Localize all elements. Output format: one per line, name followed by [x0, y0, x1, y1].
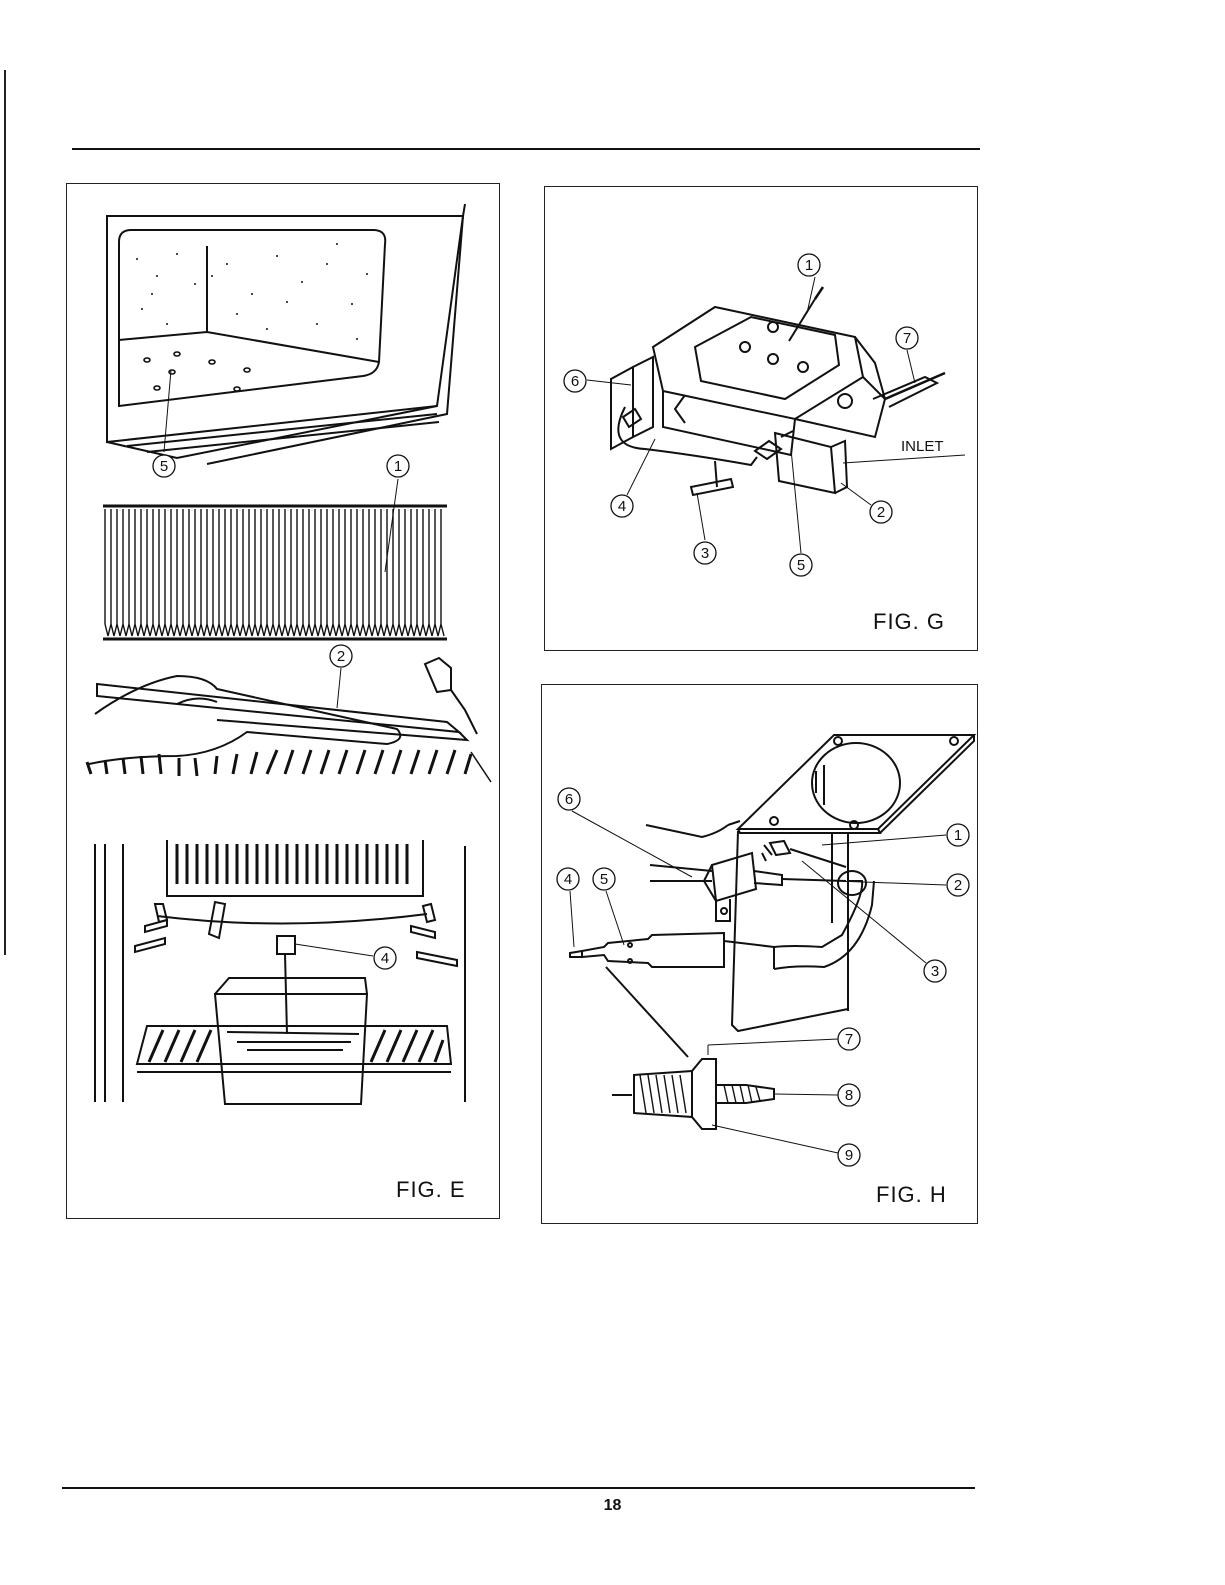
callout-h-8: 8: [774, 1084, 860, 1106]
callout-e-4-label: 4: [381, 950, 389, 967]
figure-g-panel: 1 7 6 4 3: [544, 186, 978, 651]
burner-assembly: [570, 735, 974, 1129]
figure-h-callouts: 6 1 4 5 2: [557, 788, 969, 1166]
figure-h-illustration: 6 1 4 5 2: [542, 685, 979, 1225]
callout-e-2-label: 2: [337, 648, 345, 665]
figure-g-label: FIG. G: [873, 609, 945, 635]
header-rule: [72, 148, 980, 150]
callout-h-6-label: 6: [565, 791, 573, 808]
figure-e-callouts: 5 1 2 4: [153, 370, 409, 969]
callout-h-5-label: 5: [600, 871, 608, 888]
figure-g-illustration: 1 7 6 4 3: [545, 187, 979, 652]
figure-e-label: FIG. E: [396, 1177, 466, 1203]
page-number: 18: [0, 1497, 1225, 1515]
grille-lines: [87, 750, 471, 776]
footer-rule: [62, 1487, 975, 1489]
callout-h-3-label: 3: [931, 963, 939, 980]
callout-h-8-label: 8: [845, 1087, 853, 1104]
drip-tray-and-hand: [89, 658, 477, 764]
callout-h-7-label: 7: [845, 1031, 853, 1048]
callout-e-1-label: 1: [394, 458, 402, 475]
freezer-frost-texture: [136, 243, 368, 340]
callout-g-5: 5: [790, 449, 812, 576]
callout-g-1-label: 1: [805, 257, 813, 274]
callout-h-1: 1: [822, 824, 969, 846]
callout-h-9: 9: [712, 1125, 860, 1166]
callout-h-1-label: 1: [954, 827, 962, 844]
callout-g-2-label: 2: [877, 504, 885, 521]
figure-e-illustration: 5 1 2 4: [67, 184, 501, 1220]
callout-g-3: 3: [694, 493, 716, 564]
callout-g-7: 7: [896, 327, 918, 383]
callout-g-4: 4: [611, 439, 655, 517]
callout-g-5-label: 5: [797, 557, 805, 574]
callout-e-2: 2: [330, 645, 352, 708]
figure-g-callouts: 1 7 6 4 3: [564, 254, 965, 576]
callout-h-2: 2: [782, 874, 969, 896]
callout-g-1: 1: [798, 254, 820, 313]
callout-g-4-label: 4: [618, 498, 626, 515]
inlet-label: INLET: [901, 438, 944, 455]
figure-e-panel: 5 1 2 4 FIG. E: [66, 183, 500, 1219]
callout-h-4: 4: [557, 868, 579, 947]
figure-h-label: FIG. H: [876, 1182, 947, 1208]
callout-h-4-label: 4: [564, 871, 572, 888]
callout-h-6: 6: [558, 788, 692, 877]
callout-h-3: 3: [802, 861, 946, 982]
callout-e-5-label: 5: [160, 458, 168, 475]
callout-g-6-label: 6: [571, 373, 579, 390]
callout-h-2-label: 2: [954, 877, 962, 894]
callout-g-3-label: 3: [701, 545, 709, 562]
callout-e-4: 4: [295, 944, 396, 969]
callout-h-7: 7: [708, 1028, 860, 1055]
callout-h-5: 5: [593, 868, 624, 945]
refrigerator-interior: [95, 840, 465, 1104]
callout-g-7-label: 7: [903, 330, 911, 347]
callout-h-9-label: 9: [845, 1147, 853, 1164]
figure-h-panel: 6 1 4 5 2: [541, 684, 978, 1224]
callout-g-2: 2: [841, 483, 892, 523]
scan-edge-mark: [4, 70, 6, 955]
